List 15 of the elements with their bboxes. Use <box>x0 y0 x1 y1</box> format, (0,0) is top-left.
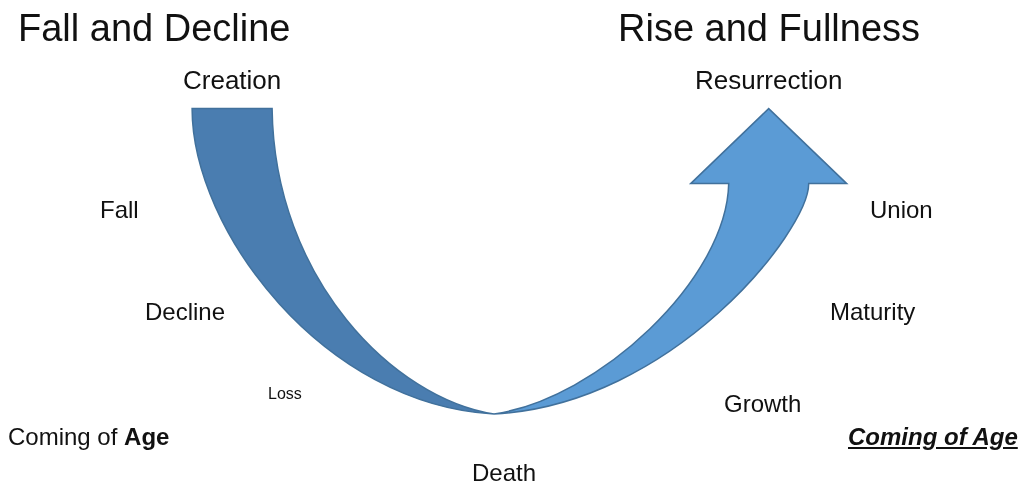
stage-label: Creation <box>183 66 282 95</box>
stage-label: Resurrection <box>695 66 843 95</box>
stage-label: Coming of Age <box>848 424 1018 451</box>
curved-arrow <box>493 107 848 415</box>
stage-label: Growth <box>724 391 802 418</box>
stage-label: Death <box>472 414 537 487</box>
stage-label: Coming of Age <box>8 424 170 451</box>
stage-label: Union <box>870 197 933 224</box>
heading: Rise and Fullness <box>618 8 921 50</box>
stage-label: Maturity <box>830 299 916 326</box>
curved-band <box>191 107 495 415</box>
stage-label: Decline <box>145 299 226 326</box>
stage-label: Loss <box>268 385 302 403</box>
stage-label: Fall <box>100 197 139 224</box>
heading: Fall and Decline <box>18 8 291 50</box>
